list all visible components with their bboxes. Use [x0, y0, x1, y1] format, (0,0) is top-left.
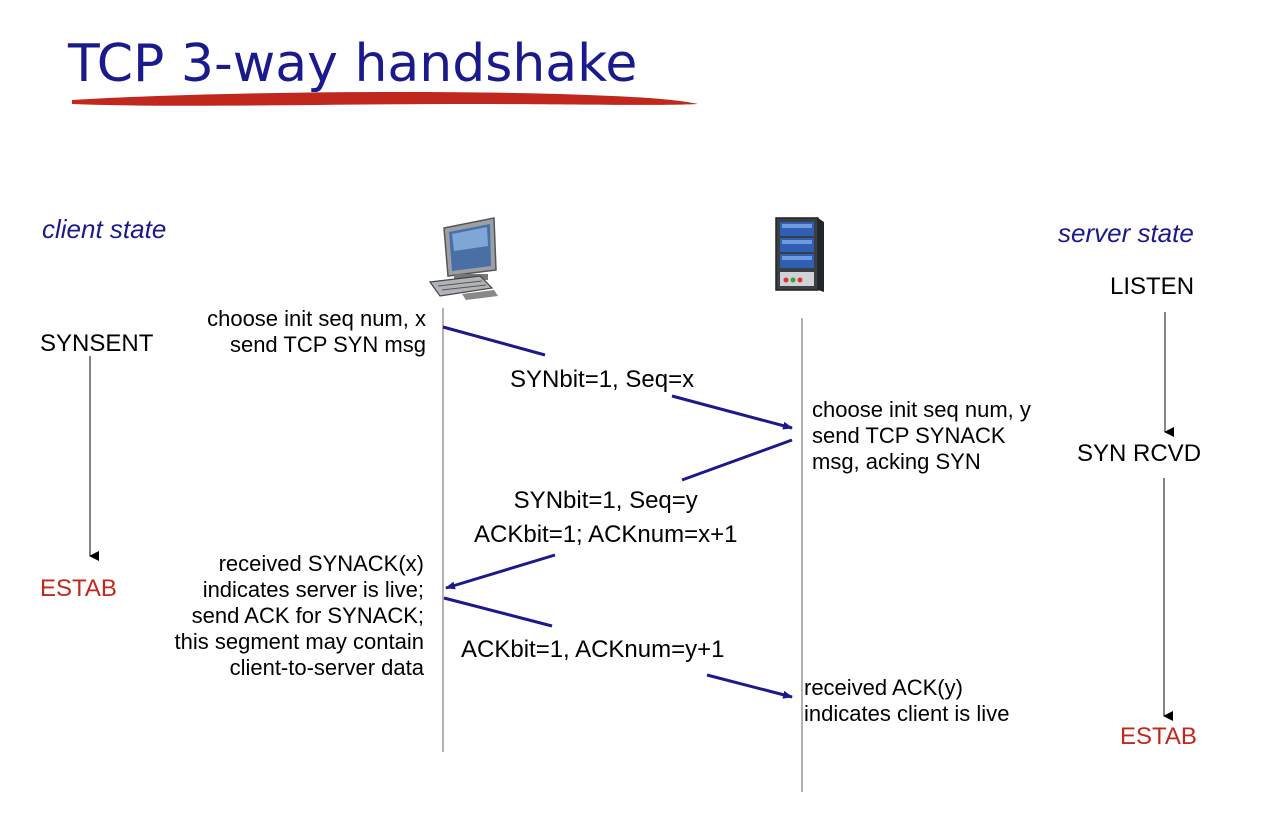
synack-line-2: ACKbit=1; ACKnum=x+1 [474, 521, 738, 548]
server-tower-icon [775, 217, 824, 292]
server-note-step4: received ACK(y) indicates client is live [804, 675, 1009, 727]
note-line: choose init seq num, x [207, 306, 426, 331]
desktop-computer-icon [428, 217, 498, 300]
syn-message-label: SYNbit=1, Seq=x [510, 366, 695, 393]
server-note-step2: choose init seq num, y send TCP SYNACK m… [812, 397, 1031, 475]
server-state-label: server state [1058, 218, 1194, 248]
note-line: indicates server is live; [202, 577, 424, 602]
note-line: client-to-server data [229, 655, 424, 680]
note-line: this segment may contain [174, 629, 424, 654]
note-line: send ACK for SYNACK; [191, 603, 424, 628]
client-note-step3: received SYNACK(x) indicates server is l… [175, 551, 424, 681]
server-state-estab: ESTAB [1120, 723, 1197, 750]
server-state-listen: LISTEN [1110, 273, 1195, 300]
client-state-estab: ESTAB [40, 575, 117, 602]
client-note-step1: choose init seq num, x send TCP SYN msg [207, 306, 426, 358]
note-line: send TCP SYN msg [229, 332, 426, 357]
synack-message-label: SYNbit=1, Seq=y ACKbit=1; ACKnum=x+1 [474, 484, 737, 552]
syn-arrow [442, 325, 793, 430]
ack-arrow [443, 596, 793, 699]
client-state-synsent: SYNSENT [40, 330, 154, 357]
note-line: msg, acking SYN [812, 449, 981, 474]
page-title: TCP 3-way handshake [68, 34, 638, 94]
synack-arrow [445, 438, 793, 590]
note-line: send TCP SYNACK [812, 423, 1006, 448]
note-line: received SYNACK(x) [218, 551, 424, 576]
note-line: indicates client is live [804, 701, 1010, 726]
server-state-syn-rcvd: SYN RCVD [1077, 440, 1202, 467]
note-line: received ACK(y) [804, 675, 963, 700]
note-line: choose init seq num, y [812, 397, 1031, 422]
client-state-label: client state [42, 214, 167, 244]
title-underline [72, 92, 698, 106]
ack-message-label: ACKbit=1, ACKnum=y+1 [461, 636, 725, 663]
synack-line-1: SYNbit=1, Seq=y [513, 487, 698, 514]
